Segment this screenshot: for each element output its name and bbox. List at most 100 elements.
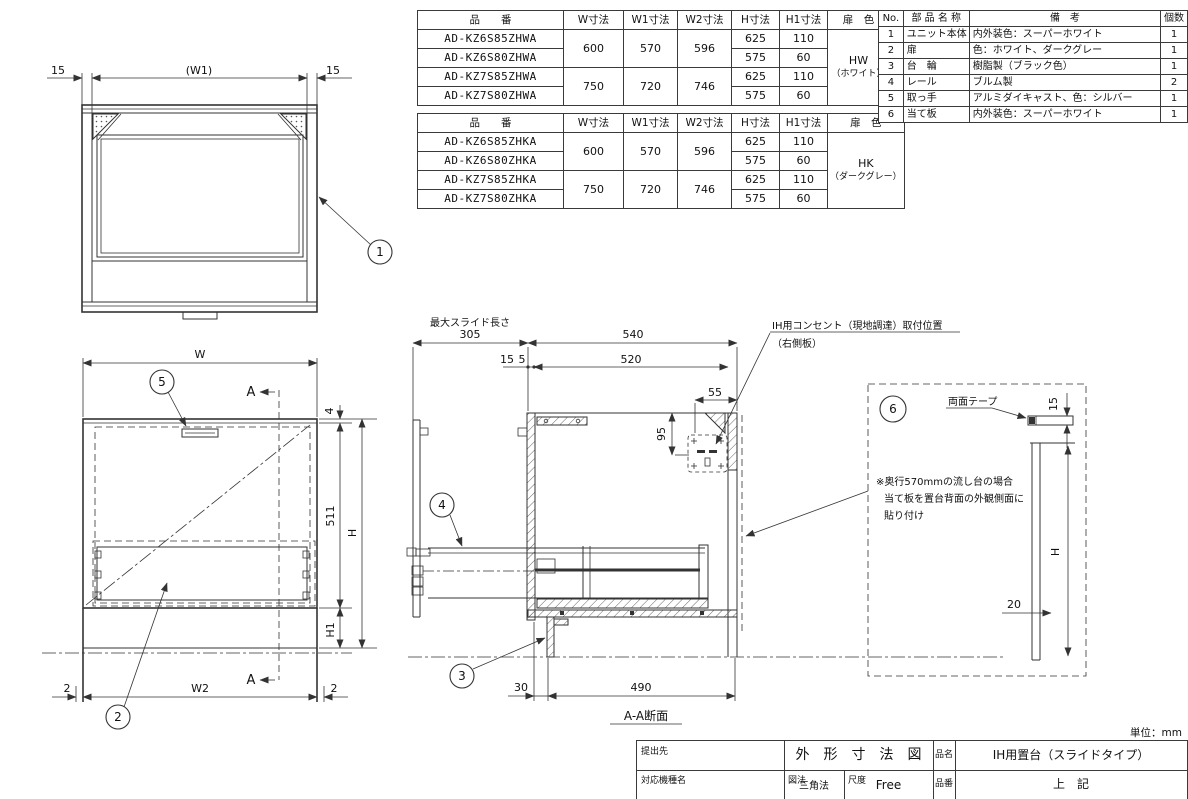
- dim-w2: 746: [677, 67, 732, 106]
- compatible-models-label: 対応機種名: [641, 776, 687, 786]
- dim-305: 305: [460, 328, 481, 341]
- model-number: AD-KZ6S80ZHKA: [417, 151, 564, 171]
- part-remark: アルミダイキャスト、色：シルバー: [968, 90, 1162, 107]
- part-qty: 1: [1160, 58, 1188, 75]
- spec-header-w2: W2寸法: [677, 10, 732, 30]
- table-row: AD-KZ6S80ZHWA 575 60: [417, 48, 890, 68]
- svg-text:4: 4: [438, 498, 446, 512]
- part-qty: 1: [1160, 106, 1188, 123]
- dim-95: 95: [655, 427, 668, 441]
- right-wall-section: [727, 412, 738, 471]
- part-remark: 樹脂製（ブラック色）: [968, 58, 1162, 75]
- model-number: AD-KZ7S85ZHWA: [417, 67, 564, 87]
- spec-header-w2: W2寸法: [677, 113, 732, 133]
- front-dim-body: 511: [324, 506, 337, 527]
- table-row: AD-KZ7S85ZHKA 750 720 746 625 110: [417, 170, 905, 209]
- backing-plate-top: [1027, 415, 1074, 426]
- part-no: 6: [878, 106, 904, 123]
- part-no: 2: [878, 42, 904, 59]
- front-dim-edge-r: 2: [331, 682, 338, 695]
- detail-dim-h: H: [1049, 548, 1062, 556]
- balloon-4: 4: [429, 492, 455, 518]
- parts-header-name: 部 品 名 称: [902, 10, 970, 27]
- spec-header-h1: H1寸法: [779, 113, 828, 133]
- back-panel-section: [526, 412, 536, 621]
- dim-h1: 110: [779, 170, 828, 190]
- part-name: レール: [902, 74, 970, 91]
- section-caption: A-A断面: [624, 708, 668, 723]
- plan-dim-left: 15: [51, 64, 65, 77]
- model-number: AD-KZ7S85ZHKA: [417, 170, 564, 190]
- detail-dim-20: 20: [1007, 598, 1021, 611]
- plan-view: 15 (W1) 15 1: [47, 64, 393, 320]
- plan-handle: [182, 311, 218, 320]
- top-brace-section: [536, 416, 588, 426]
- balloon-6: 6: [879, 395, 907, 423]
- part-no: 1: [878, 26, 904, 43]
- projection-value: 三角法: [799, 781, 829, 792]
- front-drawer: [96, 546, 308, 601]
- dim-h: 575: [731, 48, 780, 68]
- spec-header-w: W寸法: [563, 113, 624, 133]
- detail-dim-15: 15: [1047, 397, 1060, 411]
- drawing-title: 外 形 寸 法 図: [795, 747, 922, 763]
- spec-table-white: 品 番 W寸法 W1寸法 W2寸法 H寸法 H1寸法 扉 色 AD-KZ6S85…: [417, 10, 890, 106]
- dim-h1: 110: [779, 132, 828, 152]
- dim-h1: 60: [779, 151, 828, 171]
- svg-text:5: 5: [158, 375, 166, 389]
- detail-note-3: 貼り付け: [884, 509, 924, 522]
- model-number: AD-KZ7S80ZHKA: [417, 189, 564, 209]
- part-remark: 内外装色：スーパーホワイト: [968, 106, 1162, 123]
- section-letter-top: A: [247, 385, 256, 400]
- model-number: AD-KZ6S85ZHKA: [417, 132, 564, 152]
- dim-w: 600: [563, 132, 624, 171]
- dim-520: 520: [621, 353, 642, 366]
- dim-h1: 110: [779, 67, 828, 87]
- part-remark: 内外装色：スーパーホワイト: [968, 26, 1162, 43]
- part-name: ユニット本体: [902, 26, 970, 43]
- scale-value: Free: [875, 778, 902, 792]
- balloon-1: 1: [367, 239, 393, 265]
- dim-h: 625: [731, 132, 780, 152]
- detail-note-2: 当て板を置台背面の外観側面に: [884, 492, 1024, 505]
- unit-note: 単位：mm: [1130, 727, 1182, 739]
- dim-h: 625: [731, 67, 780, 87]
- front-dim-w: W: [195, 348, 206, 361]
- dim-540: 540: [623, 328, 644, 341]
- parts-header-no: No.: [878, 10, 904, 27]
- outlet-label-line1: IH用コンセント（現地調達）取付位置: [772, 319, 942, 332]
- product-name: IH用置台（スライドタイプ）: [992, 748, 1150, 762]
- detail-note-1: ※奥行570mmの流し台の場合: [876, 475, 1013, 488]
- table-row: AD-KZ7S80ZHKA 575 60: [417, 189, 905, 209]
- balloon-5: 5: [149, 369, 175, 395]
- plinth-section: [546, 616, 555, 658]
- part-no: 4: [878, 74, 904, 91]
- parts-header-qty: 個数: [1160, 10, 1188, 27]
- product-name-label: 品名: [934, 750, 953, 760]
- part-remark: 色：ホワイト、ダークグレー: [968, 42, 1162, 59]
- dim-h: 575: [731, 189, 780, 209]
- table-row: 2 扉 色：ホワイト、ダークグレー 1: [878, 42, 1188, 59]
- dim-h1: 60: [779, 48, 828, 68]
- part-name: 当て板: [902, 106, 970, 123]
- front-dim-h1: H1: [324, 622, 337, 637]
- submit-to-label: 提出先: [641, 747, 669, 757]
- dim-490: 490: [631, 681, 652, 694]
- section-letter-bottom: A: [247, 673, 256, 688]
- front-dim-w2: W2: [191, 682, 209, 695]
- scale-label: 尺度: [848, 776, 867, 786]
- dim-w1: 570: [623, 29, 678, 68]
- part-name: 扉: [902, 42, 970, 59]
- part-number-label: 品番: [934, 779, 953, 789]
- corner-bracket-section: [703, 412, 726, 435]
- model-number: AD-KZ6S80ZHWA: [417, 48, 564, 68]
- model-number: AD-KZ6S85ZHWA: [417, 29, 564, 49]
- part-qty: 1: [1160, 42, 1188, 59]
- dim-h: 575: [731, 151, 780, 171]
- table-row: AD-KZ7S85ZHWA 750 720 746 625 110: [417, 67, 890, 106]
- table-row: 6 当て板 内外装色：スーパーホワイト 1: [878, 106, 1188, 123]
- front-dim-h: H: [346, 529, 359, 537]
- corner-brace-right: [279, 113, 307, 141]
